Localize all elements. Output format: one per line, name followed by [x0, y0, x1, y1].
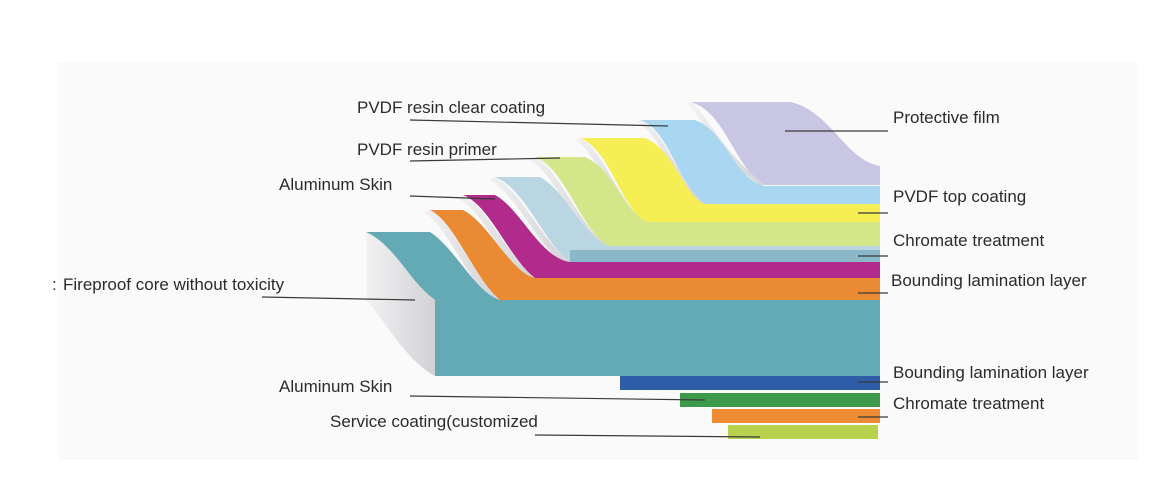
pvdf-top-coating-top-surface: [580, 138, 880, 222]
leader-line-aluminum-bottom: [409, 395, 706, 401]
leader-line-pvdf-clear: [409, 119, 669, 127]
pvdf-clear-coating-top-surface: [640, 120, 880, 204]
label-pvdf-resin-clear-coating: PVDF resin clear coating: [357, 98, 546, 117]
label-fireproof-core: Fireproof core without toxicity: [63, 275, 285, 294]
fireproof-core-front: [435, 300, 880, 376]
label-chromate-treatment-bottom: Chromate treatment: [893, 394, 1045, 413]
pvdf-primer-top-surface: [535, 157, 880, 246]
bottom-blue-layer: [620, 376, 880, 390]
label-chromate-treatment-top: Chromate treatment: [893, 231, 1045, 250]
bounding-lamination-side: [424, 210, 500, 300]
aluminum-skin-side: [489, 177, 570, 262]
chromate-treatment-band: [570, 250, 880, 262]
protective-film-top-surface: [690, 102, 880, 185]
label-pvdf-top-coating: PVDF top coating: [893, 187, 1027, 206]
bounding-lamination-top-surface: [430, 210, 880, 300]
magenta-layer-top-surface: [463, 195, 880, 278]
aluminum-skin-top-surface: [495, 177, 880, 262]
pvdf-primer-side: [529, 157, 608, 246]
bottom-green-layer: [680, 393, 880, 407]
fireproof-core-side: [366, 232, 435, 376]
leader-line-pvdf-primer: [409, 157, 561, 162]
label-bounding-lamination-top: Bounding lamination layer: [891, 271, 1087, 290]
label-aluminum-skin-bottom: Aluminum Skin: [279, 377, 393, 396]
label-pvdf-resin-primer: PVDF resin primer: [357, 140, 497, 159]
leader-line-fireproof: [261, 296, 416, 301]
label-bounding-lamination-bottom: Bounding lamination layer: [893, 363, 1089, 382]
label-protective-film: Protective film: [893, 108, 1000, 127]
magenta-layer-side: [457, 195, 535, 278]
bottom-lime-layer: [728, 425, 878, 439]
protective-film-side: [688, 102, 765, 185]
left-edge-mark: :: [52, 275, 57, 294]
label-service-coating: Service coating(customized: [330, 412, 538, 431]
leader-line-aluminum-top: [409, 195, 496, 200]
fireproof-core-top-surface: [366, 232, 500, 300]
label-aluminum-skin-top: Aluminum Skin: [279, 175, 393, 194]
leader-line-service-coating: [534, 434, 761, 438]
bottom-orange-layer: [712, 409, 880, 423]
leader-lines: [261, 119, 888, 438]
